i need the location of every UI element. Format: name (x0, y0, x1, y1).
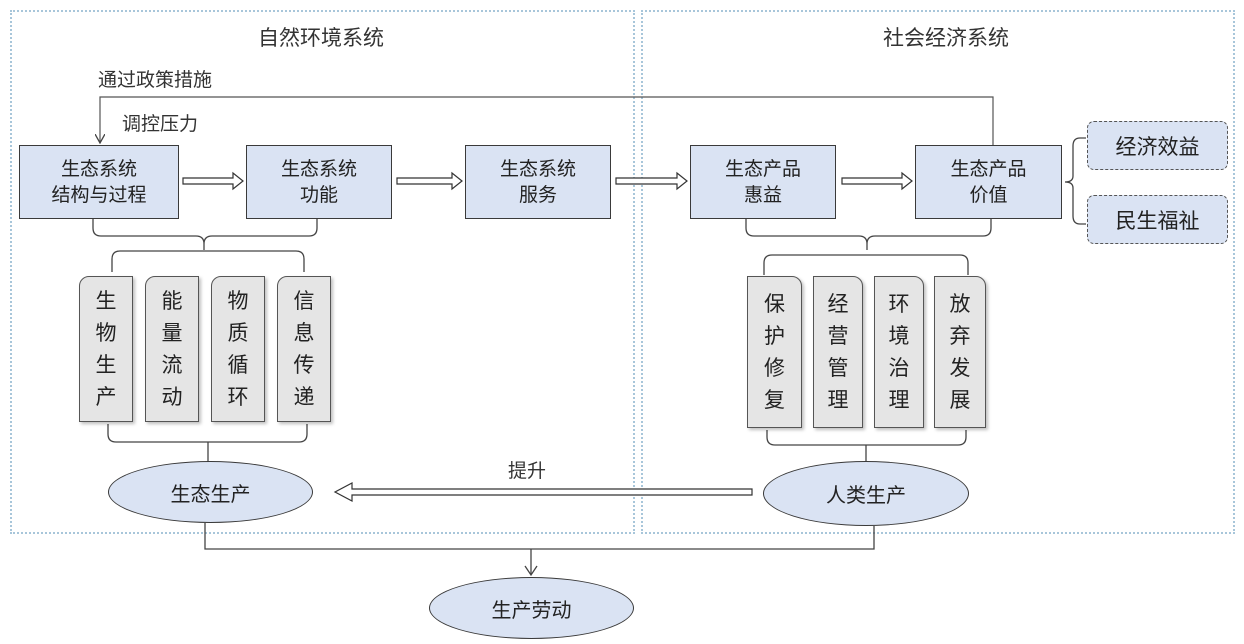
feedback-label-line1: 通过政策措施 (98, 69, 213, 91)
eco-process-char: 传 (293, 353, 315, 377)
natural-system-title: 自然环境系统 (258, 26, 384, 50)
social-system-region (641, 10, 1235, 534)
structure-process-box: 生态系统 结构与过程 (19, 145, 179, 219)
labor-production-ellipse: 生产劳动 (429, 577, 634, 639)
human-action-char: 发 (949, 356, 971, 380)
flow-arrow-3 (615, 171, 688, 191)
service-box-line2: 服务 (518, 184, 557, 206)
eco-process-tab-info: 信 息 传 递 (277, 276, 331, 422)
human-action-tab-abandon: 放 弃 发 展 (934, 276, 986, 428)
human-action-char: 管 (827, 356, 849, 380)
eco-process-char: 量 (161, 321, 183, 345)
eco-process-char: 递 (293, 385, 315, 409)
natural-system-region (10, 10, 635, 534)
left-lower-brace-top (111, 244, 305, 272)
eco-process-char: 生 (95, 289, 117, 313)
structure-box-line2: 结构与过程 (51, 184, 147, 206)
eco-process-char: 动 (161, 385, 183, 409)
human-action-char: 修 (764, 356, 785, 380)
eco-process-char: 信 (293, 289, 315, 313)
human-action-char: 放 (949, 292, 971, 316)
human-action-char: 复 (764, 388, 785, 412)
lift-arrow (333, 482, 753, 502)
function-box-line2: 功能 (299, 184, 338, 206)
lift-arrow-label: 提升 (508, 460, 547, 482)
eco-process-char: 环 (227, 385, 249, 409)
eco-process-tab-energy: 能 量 流 动 (145, 276, 199, 422)
eco-process-char: 循 (227, 353, 249, 377)
flow-arrow-4 (841, 171, 913, 191)
product-benefit-box: 生态产品 惠益 (690, 145, 836, 219)
human-action-char: 经 (827, 292, 849, 316)
function-box-line1: 生态系统 (280, 158, 357, 180)
flow-arrow-1 (182, 171, 244, 191)
human-production-ellipse: 人类生产 (763, 461, 969, 526)
human-action-tab-manage: 经 营 管 理 (813, 276, 863, 428)
human-action-char: 理 (827, 388, 849, 412)
left-bottom-brace (107, 424, 308, 462)
welfare-box: 民生福祉 (1087, 195, 1228, 244)
feedback-label-line2: 调控压力 (122, 113, 199, 135)
structure-box-line1: 生态系统 (60, 158, 137, 180)
human-action-tab-protect: 保 护 修 复 (747, 276, 802, 428)
human-action-char: 治 (888, 356, 910, 380)
benefit-box-line1: 生态产品 (724, 158, 801, 180)
eco-process-char: 能 (161, 289, 183, 313)
social-system-title: 社会经济系统 (883, 26, 1009, 50)
service-box-line1: 生态系统 (499, 158, 576, 180)
eco-production-ellipse: 生态生产 (108, 461, 313, 523)
right-upper-brace (745, 219, 992, 245)
left-upper-brace (92, 219, 318, 245)
benefit-box-line2: 惠益 (743, 184, 782, 206)
eco-process-char: 流 (161, 353, 183, 377)
labor-connector (204, 523, 875, 574)
eco-process-char: 生 (95, 353, 117, 377)
eco-process-char: 物 (227, 289, 249, 313)
economic-benefit-box: 经济效益 (1087, 121, 1228, 170)
feedback-loop-line (100, 96, 994, 145)
eco-process-char: 息 (293, 321, 315, 345)
eco-process-tab-material: 物 质 循 环 (211, 276, 265, 422)
eco-process-char: 质 (227, 321, 249, 345)
eco-process-char: 产 (95, 385, 117, 409)
human-action-char: 弃 (949, 324, 971, 348)
human-action-tab-govern: 环 境 治 理 (874, 276, 924, 428)
human-action-char: 境 (888, 324, 910, 348)
human-action-char: 环 (888, 292, 910, 316)
human-action-char: 理 (888, 388, 910, 412)
labor-arrowhead (524, 565, 538, 577)
right-bottom-brace (766, 430, 967, 462)
value-box-line1: 生态产品 (950, 158, 1027, 180)
outcome-brace (1064, 137, 1086, 225)
right-lower-brace-top (763, 244, 969, 275)
flow-arrow-2 (396, 171, 463, 191)
product-value-box: 生态产品 价值 (915, 145, 1062, 219)
value-box-line2: 价值 (969, 184, 1008, 206)
human-action-char: 营 (827, 324, 849, 348)
service-box: 生态系统 服务 (465, 145, 611, 219)
function-box: 生态系统 功能 (246, 145, 392, 219)
human-action-char: 护 (764, 324, 785, 348)
human-action-char: 展 (949, 388, 971, 412)
eco-process-char: 物 (95, 321, 117, 345)
human-action-char: 保 (764, 292, 785, 316)
eco-process-tab-bio: 生 物 生 产 (79, 276, 133, 422)
